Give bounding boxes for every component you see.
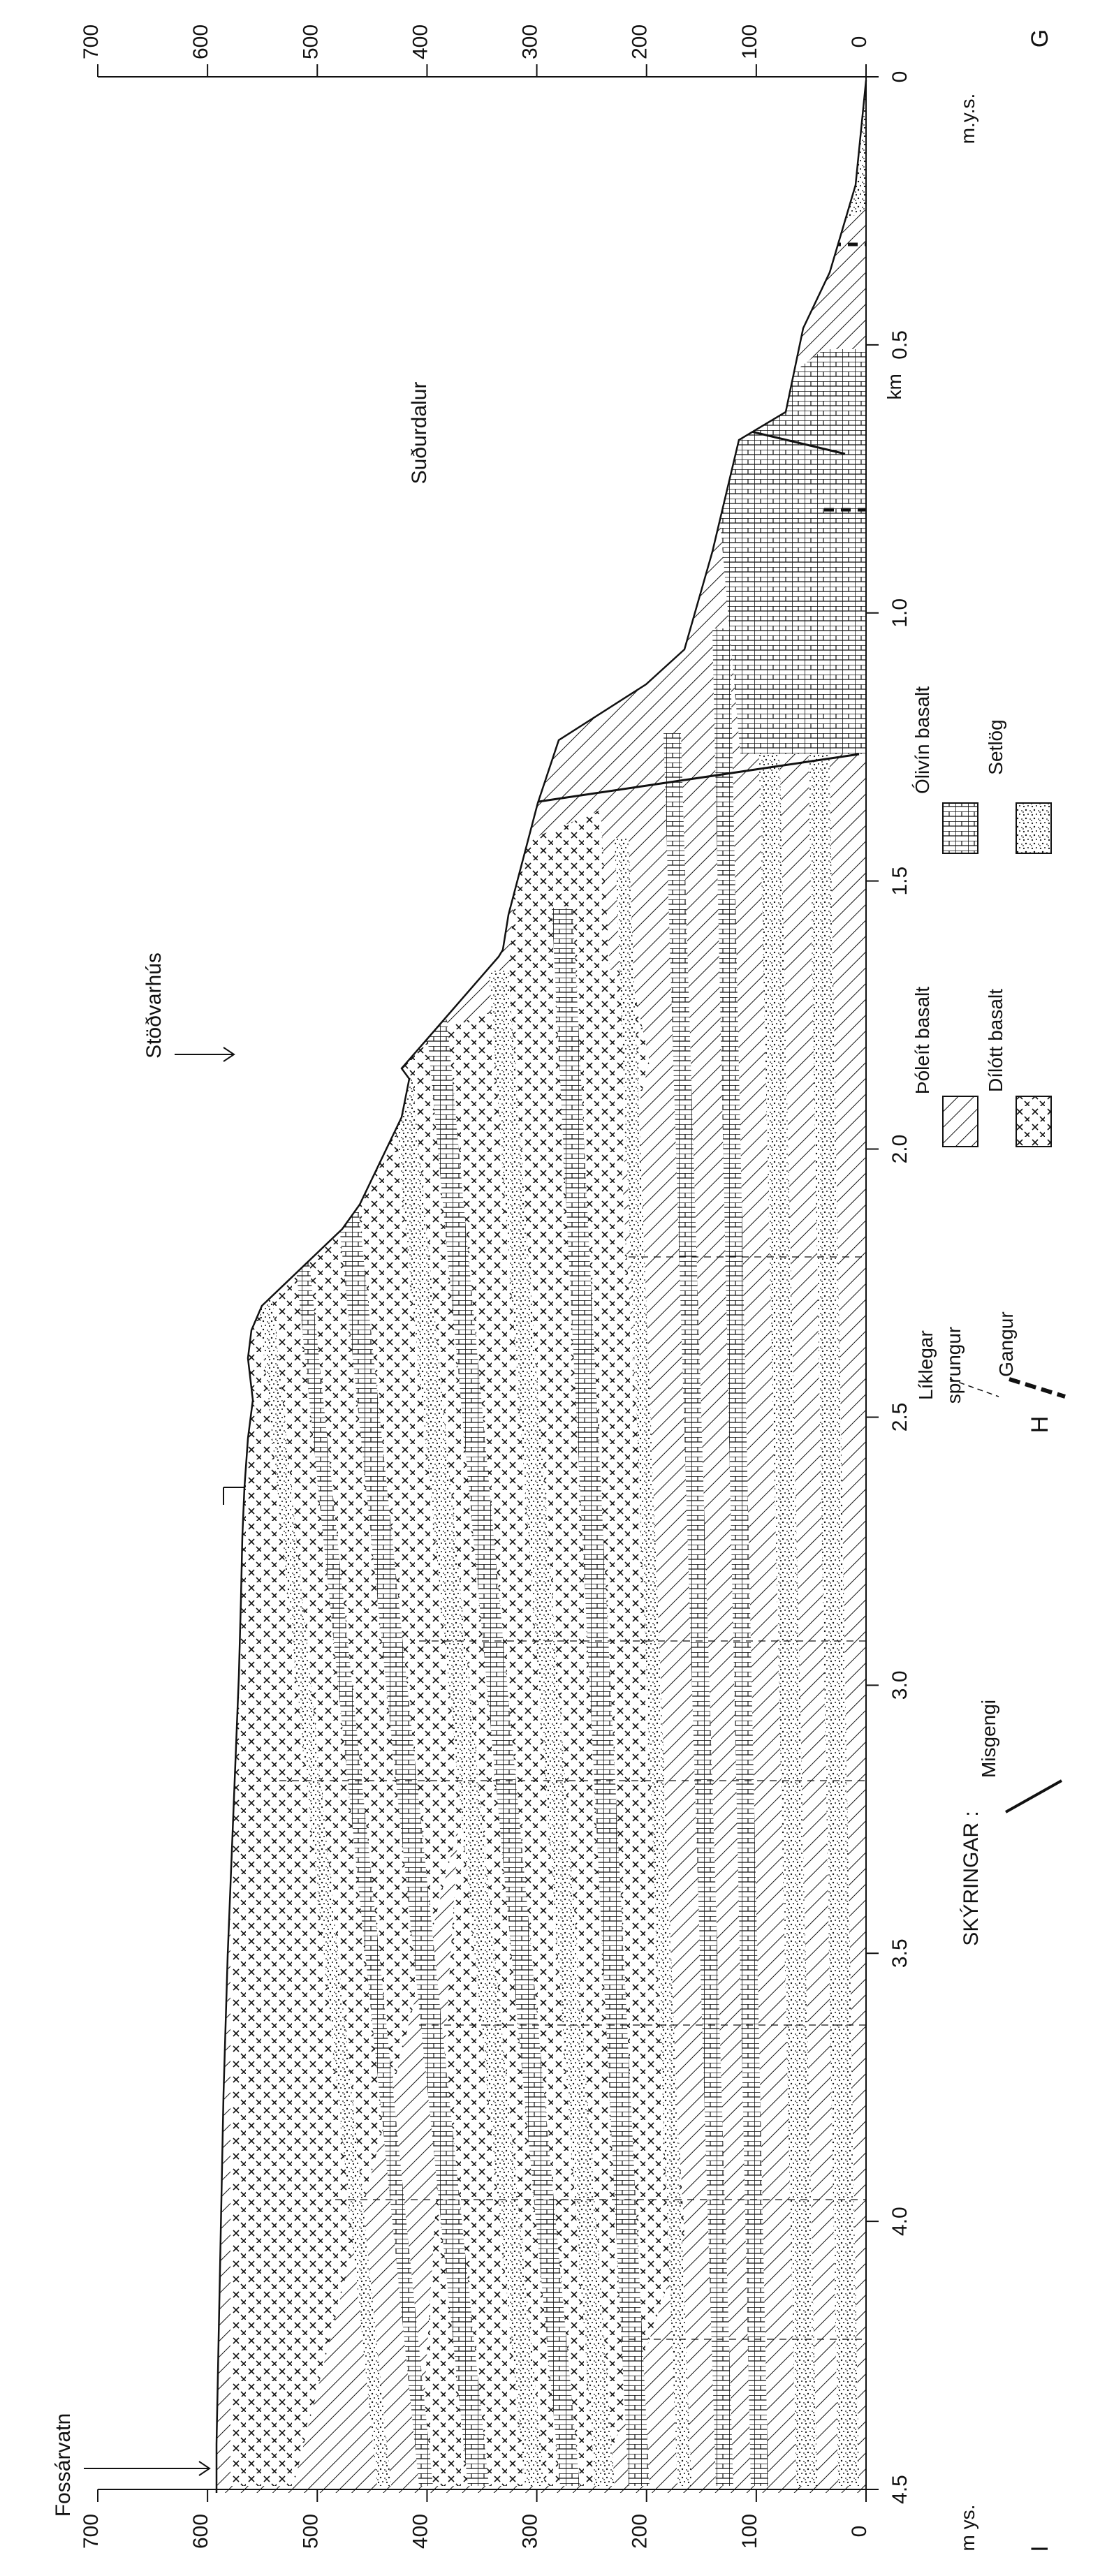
legend-dike-symbol (1009, 1377, 1066, 1399)
elevation-tick-label: 0 (848, 36, 871, 48)
distance-tick-label: 4.5 (888, 2475, 911, 2504)
legend-porphyritic-swatch (1016, 1096, 1052, 1147)
profile-start-letter: G (1027, 29, 1053, 47)
distance-tick-label: 0 (888, 71, 911, 83)
legend-olivine-label: Ólivín basalt (911, 686, 933, 794)
elevation-unit-start: m.y.s. (957, 94, 978, 145)
profile-end-letter: I (1027, 2545, 1053, 2552)
distance-axis: 0 0.5 1.0 1.5 2.0 2.5 3.0 3.5 4.0 4.5 (866, 71, 911, 2504)
elevation-tick-label: 700 (80, 24, 103, 59)
elevation-tick-label: 600 (189, 2514, 212, 2549)
elevation-axis-start: 0 100 200 300 400 500 600 700 (80, 24, 871, 78)
elevation-tick-label: 700 (80, 2514, 103, 2549)
distance-tick-label: 4.0 (888, 2207, 911, 2236)
cross-section-body (217, 80, 866, 2493)
legend-fault-label: Misgengi (978, 1700, 999, 1778)
elevation-tick-label: 600 (189, 24, 212, 59)
lake-label: Fossárvatn (52, 2413, 75, 2517)
elevation-tick-label: 100 (738, 24, 761, 59)
elevation-tick-label: 0 (848, 2526, 871, 2538)
distance-tick-label: 2.0 (888, 1135, 911, 1164)
lake-arrow (84, 2461, 211, 2476)
distance-tick-label: 2.5 (888, 1403, 911, 1432)
elevation-axis-end: 0 100 200 300 400 500 600 700 (80, 2489, 871, 2549)
legend-tholeiite-label: Þóleít basalt (911, 987, 933, 1094)
legend-tholeiite-swatch (942, 1096, 978, 1147)
elevation-tick-label: 200 (629, 24, 652, 59)
fault-line-2 (481, 753, 860, 811)
legend: SKÝRINGAR : Misgengi Líklegar sprungur G… (911, 686, 1066, 1946)
distance-tick-label: 0.5 (888, 330, 911, 360)
dipping-layer-bands (237, 447, 859, 2486)
distance-tick-label: 1.5 (888, 867, 911, 896)
legend-fracture-symbol (949, 1378, 999, 1397)
elevation-tick-label: 400 (409, 24, 432, 59)
terrain-surface-profile (215, 80, 867, 2493)
legend-olivine-swatch (942, 802, 978, 854)
mid-section-marker (223, 1487, 244, 1505)
profile-mid-letter: H (1027, 1416, 1053, 1434)
elevation-tick-label: 200 (629, 2514, 652, 2549)
elevation-tick-label: 400 (409, 2514, 432, 2549)
distance-tick-label: 3.0 (888, 1670, 911, 1700)
elevation-tick-label: 500 (299, 24, 322, 59)
distance-tick-label: 3.5 (888, 1938, 911, 1968)
elevation-tick-label: 500 (299, 2514, 322, 2549)
legend-title: SKÝRINGAR : (960, 1811, 983, 1945)
elevation-tick-label: 300 (519, 2514, 542, 2549)
legend-sediment-label: Setlög (985, 719, 1006, 774)
distance-unit: km (884, 374, 905, 399)
probable-fractures (279, 1256, 866, 2340)
legend-dike-label: Gangur (995, 1311, 1017, 1376)
legend-fracture-label-2: sprungur (943, 1327, 965, 1404)
legend-porphyritic-label: Dílótt basalt (985, 989, 1006, 1092)
station-label: Stöðvarhús (142, 952, 166, 1059)
distance-tick-label: 1.0 (888, 598, 911, 628)
elevation-unit-end: m ys. (957, 2505, 978, 2552)
legend-fracture-label-1: Líklegar (915, 1330, 937, 1400)
legend-fault-symbol (1005, 1779, 1062, 1813)
elevation-tick-label: 100 (738, 2514, 761, 2549)
legend-sediment-swatch (1016, 802, 1052, 854)
elevation-tick-label: 300 (519, 24, 542, 59)
valley-label: Suðurdalur (408, 382, 431, 485)
station-arrow (175, 1047, 235, 1062)
